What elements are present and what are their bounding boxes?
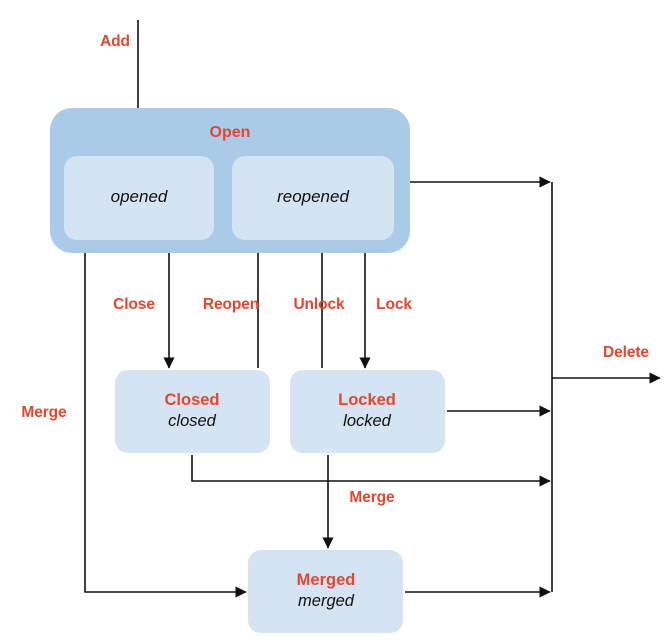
state-locked[interactable] [290, 370, 445, 453]
state-merged[interactable] [248, 550, 403, 633]
state-opened[interactable] [64, 156, 214, 240]
edge-merge-left [84, 253, 247, 598]
state-closed[interactable] [115, 370, 270, 453]
state-reopened[interactable] [232, 156, 394, 240]
edge-closed-to-bus [191, 455, 551, 487]
